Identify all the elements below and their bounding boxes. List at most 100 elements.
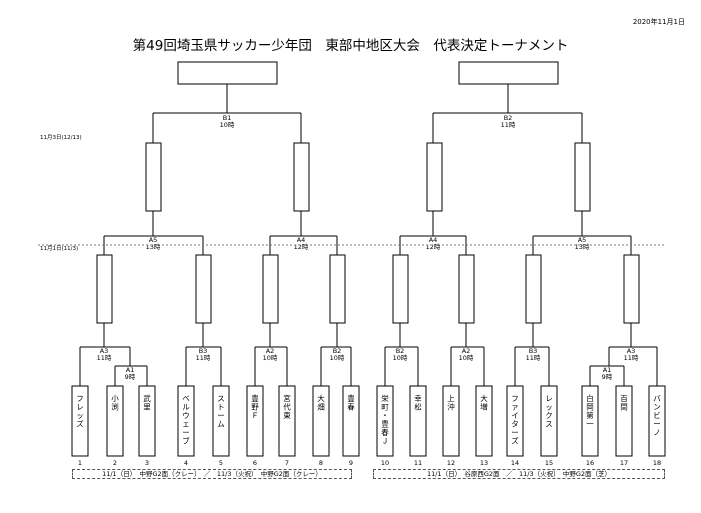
team-box-3 bbox=[138, 385, 156, 457]
semi-box-1 bbox=[145, 142, 162, 212]
middle-box-1 bbox=[96, 254, 113, 324]
match-a4-left-code: A4 bbox=[297, 236, 306, 244]
match-a4-right-code: A4 bbox=[429, 236, 438, 244]
team-box-11 bbox=[409, 385, 427, 457]
team-name-15: レックス bbox=[545, 394, 553, 429]
match-a1-left-code: A1 bbox=[126, 366, 135, 374]
team-name-3: 武里 bbox=[143, 393, 151, 412]
team-box-12 bbox=[442, 385, 460, 457]
match-a5-right-time: 13時 bbox=[575, 243, 590, 251]
winner-box-left bbox=[177, 61, 278, 85]
match-a1-right-code: A1 bbox=[603, 366, 612, 374]
team-box-10 bbox=[376, 385, 394, 457]
match-a5-right-code: A5 bbox=[578, 236, 587, 244]
semi-box-3 bbox=[426, 142, 443, 212]
team-name-5: ストーム bbox=[217, 394, 225, 429]
middle-box-7 bbox=[525, 254, 542, 324]
team-name-2: 小渕 bbox=[111, 394, 119, 412]
match-a2-left-code: A2 bbox=[266, 347, 275, 355]
team-number-16: 16 bbox=[586, 459, 594, 467]
winner-box-right bbox=[458, 61, 559, 85]
middle-box-4 bbox=[329, 254, 346, 324]
team-number-9: 9 bbox=[349, 459, 353, 467]
match-b2-code: B2 bbox=[504, 114, 513, 122]
team-box-6 bbox=[246, 385, 264, 457]
team-name-9: 豊春 bbox=[347, 393, 355, 412]
team-number-6: 6 bbox=[253, 459, 257, 467]
match-a2-right-time: 10時 bbox=[459, 354, 474, 362]
team-number-1: 1 bbox=[78, 459, 82, 467]
team-box-18 bbox=[648, 385, 666, 457]
match-a3-right-time: 11時 bbox=[624, 354, 639, 362]
team-box-1 bbox=[71, 385, 89, 457]
team-name-17: 百間 bbox=[620, 394, 628, 412]
team-box-17 bbox=[615, 385, 633, 457]
match-a1-left-time: 9時 bbox=[125, 373, 136, 381]
match-b3-left-code: B3 bbox=[199, 347, 208, 355]
team-box-9 bbox=[342, 385, 360, 457]
match-b2-left-code: B2 bbox=[333, 347, 342, 355]
page-title: 第49回埼玉県サッカー少年団 東部中地区大会 代表決定トーナメント bbox=[132, 38, 569, 54]
match-a2-left-time: 10時 bbox=[263, 354, 278, 362]
match-b3-right-code: B3 bbox=[529, 347, 538, 355]
team-box-15 bbox=[540, 385, 558, 457]
match-a3-left-code: A3 bbox=[100, 347, 109, 355]
team-name-6: 豊野Ｆ bbox=[251, 393, 259, 420]
team-number-5: 5 bbox=[219, 459, 223, 467]
team-number-8: 8 bbox=[319, 459, 323, 467]
match-a5-left-time: 13時 bbox=[146, 243, 161, 251]
team-name-4: ベルウェーブ bbox=[182, 394, 190, 446]
team-box-14 bbox=[506, 385, 524, 457]
team-box-8 bbox=[312, 385, 330, 457]
match-b3-right-time: 11時 bbox=[526, 354, 541, 362]
team-number-12: 12 bbox=[447, 459, 455, 467]
semi-box-4 bbox=[574, 142, 591, 212]
match-a3-right-code: A3 bbox=[627, 347, 636, 355]
team-name-7: 宮代東 bbox=[283, 393, 291, 420]
team-box-5 bbox=[212, 385, 230, 457]
team-box-4 bbox=[177, 385, 195, 457]
team-name-10: 栄町・豊春Ｊ bbox=[381, 393, 389, 446]
team-name-8: 大畑 bbox=[317, 393, 325, 412]
round-label-nov3: 11月3日(12/13) bbox=[40, 135, 82, 141]
team-number-15: 15 bbox=[545, 459, 553, 467]
middle-box-5 bbox=[392, 254, 409, 324]
document-date: 2020年11月1日 bbox=[632, 18, 685, 26]
middle-box-3 bbox=[262, 254, 279, 324]
match-b1-code: B1 bbox=[223, 114, 232, 122]
venue-note-right: 11/1（日） 谷原西G2面 ／ 11/3（火祝） 中野G2面（芝） bbox=[373, 469, 665, 479]
team-number-10: 10 bbox=[381, 459, 389, 467]
match-a3-left-time: 11時 bbox=[97, 354, 112, 362]
match-a2-right-code: A2 bbox=[462, 347, 471, 355]
team-box-7 bbox=[278, 385, 296, 457]
team-number-17: 17 bbox=[620, 459, 628, 467]
match-a1-right-time: 9時 bbox=[602, 373, 613, 381]
team-name-13: 大増 bbox=[480, 393, 488, 412]
match-a4-right-time: 12時 bbox=[426, 243, 441, 251]
team-number-2: 2 bbox=[113, 459, 117, 467]
match-b3-left-time: 11時 bbox=[196, 354, 211, 362]
match-b1-time: 10時 bbox=[220, 121, 235, 129]
match-b2-time: 11時 bbox=[501, 121, 516, 129]
team-number-11: 11 bbox=[414, 459, 422, 467]
match-b2-right-code: B2 bbox=[396, 347, 405, 355]
team-name-11: 幸松 bbox=[414, 394, 422, 412]
team-name-1: フレッズ bbox=[76, 394, 84, 429]
middle-box-2 bbox=[195, 254, 212, 324]
team-number-13: 13 bbox=[480, 459, 488, 467]
team-number-3: 3 bbox=[145, 459, 149, 467]
team-number-4: 4 bbox=[184, 459, 188, 467]
team-box-16 bbox=[581, 385, 599, 457]
team-name-18: バンビーノ bbox=[653, 394, 661, 437]
match-b2-left-time: 10時 bbox=[330, 354, 345, 362]
team-box-2 bbox=[106, 385, 124, 457]
middle-box-6 bbox=[458, 254, 475, 324]
team-name-14: ファイターズ bbox=[511, 394, 519, 446]
team-number-18: 18 bbox=[653, 459, 661, 467]
team-number-14: 14 bbox=[511, 459, 519, 467]
middle-box-8 bbox=[623, 254, 640, 324]
venue-note-left: 11/1（日） 中野G2面（クレー） ／ 11/3（火祝） 中野G2面（クレー） bbox=[72, 469, 352, 479]
team-name-16: 白岡第一 bbox=[586, 393, 594, 429]
match-a4-left-time: 12時 bbox=[294, 243, 309, 251]
